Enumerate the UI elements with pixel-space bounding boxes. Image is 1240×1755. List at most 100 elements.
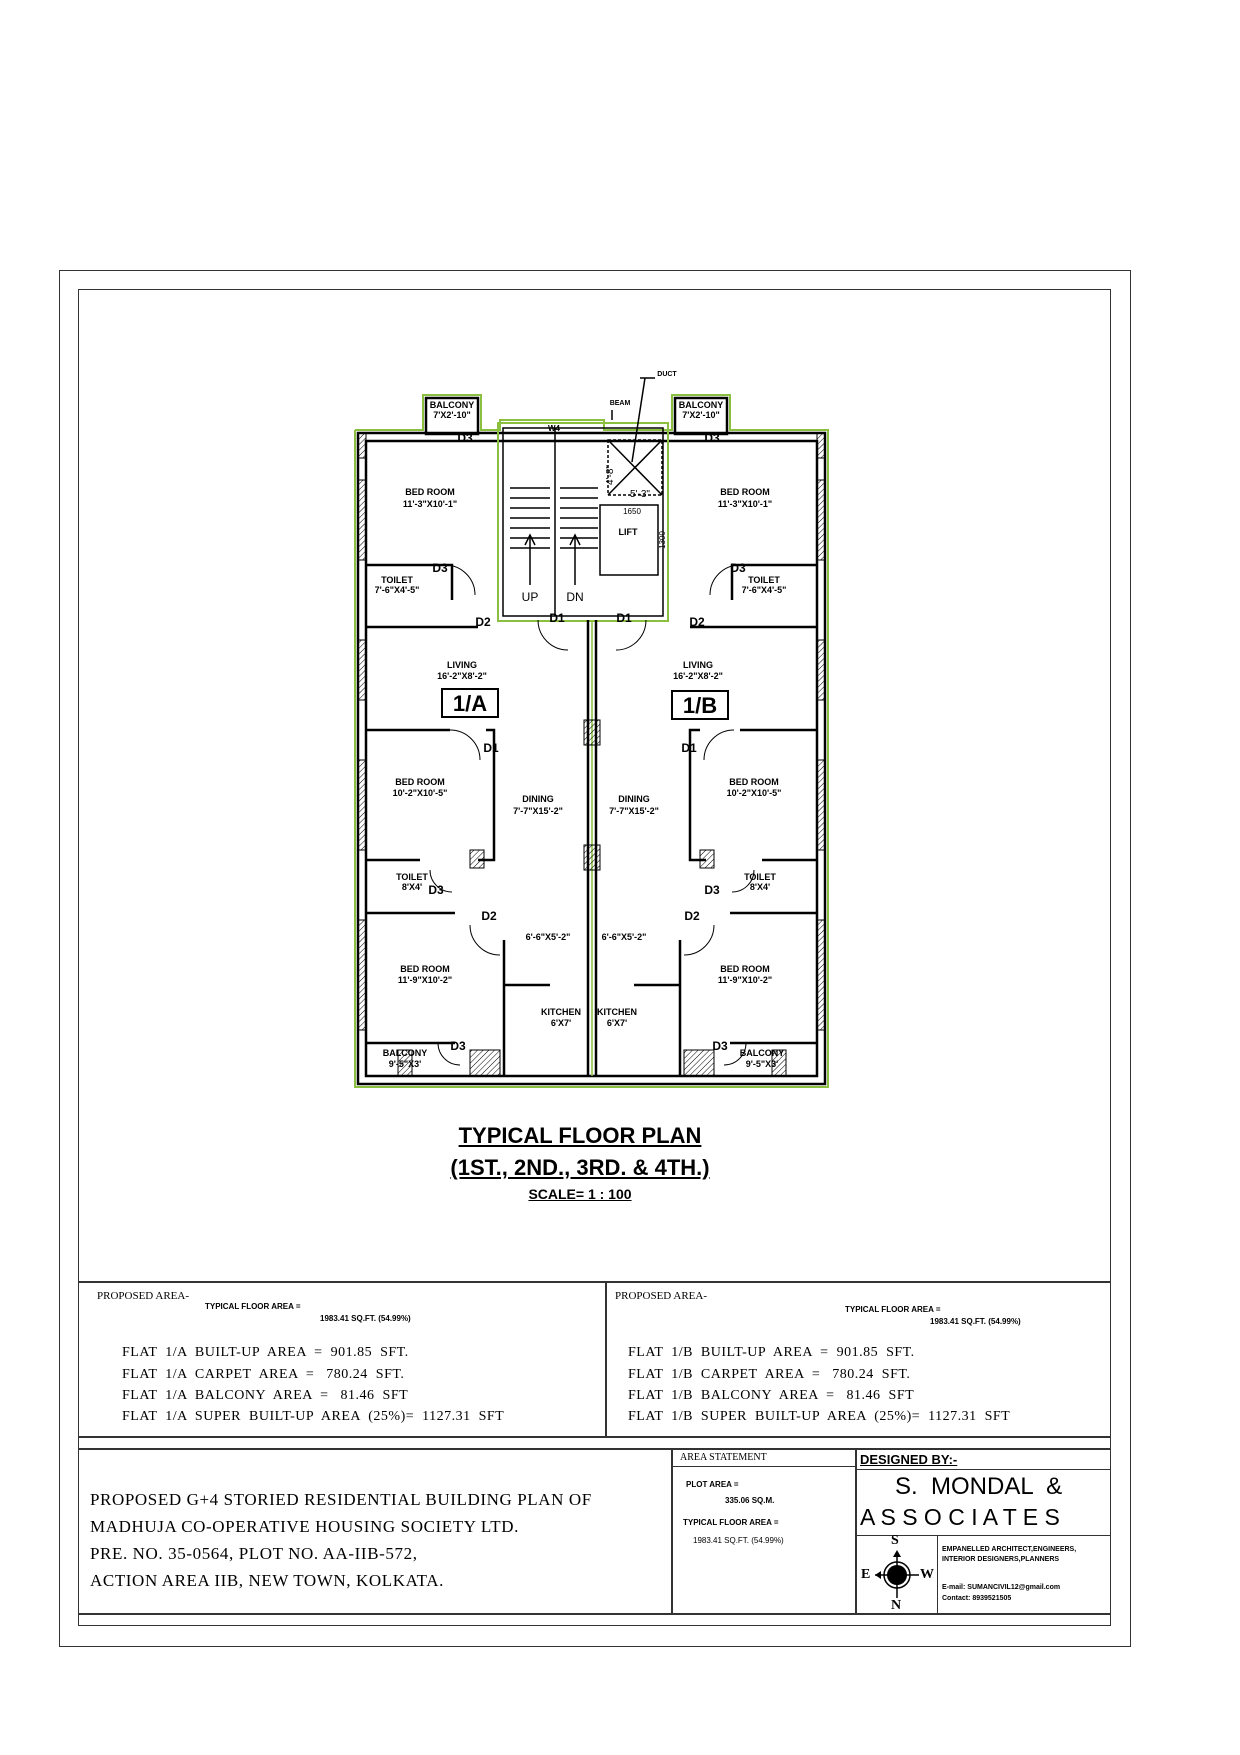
project-description: PROPOSED G+4 STORIED RESIDENTIAL BUILDIN… (90, 1486, 592, 1594)
area-statement-rule (671, 1466, 855, 1467)
bed-bot-left-size: 11'-9"X10'-2" (398, 975, 452, 985)
dim-1650: 1650 (623, 507, 641, 516)
flat-b-tag-box (671, 690, 729, 720)
toilet-mid-right-size: 8'X4' (750, 882, 770, 892)
door-tag: D2 (689, 615, 705, 629)
stair-dn-label: DN (566, 590, 583, 604)
passage-right-size: 6'-6"X5'-2" (602, 932, 647, 942)
door-tag: D3 (450, 1039, 466, 1053)
bed-mid-right-size: 10'-2"X10'-5" (727, 788, 782, 798)
door-tag: D3 (432, 561, 448, 575)
bed-mid-left-size: 10'-2"X10'-5" (393, 788, 448, 798)
beam-label: BEAM (610, 400, 631, 407)
dim-1300: 1300 (658, 531, 667, 549)
typical-floor-area-value: 1983.41 SQ.FT. (54.99%) (693, 1536, 784, 1545)
compass-icon (875, 1550, 919, 1598)
title-block-divider-2 (855, 1448, 857, 1614)
bed-top-left-size: 11'-3"X10'-1" (403, 499, 457, 509)
door-tag: D3 (704, 431, 720, 445)
project-line: PROPOSED G+4 STORIED RESIDENTIAL BUILDIN… (90, 1490, 592, 1509)
compass-e-label: E (861, 1567, 871, 1582)
door-tag: D2 (684, 909, 700, 923)
kitchen-right-label: KITCHEN (597, 1007, 637, 1017)
kitchen-left-size: 6'X7' (551, 1018, 571, 1028)
w4-tag: W4 (548, 424, 561, 433)
door-tag: D3 (712, 1039, 728, 1053)
flat-a-balcony: FLAT 1/A BALCONY AREA = 81.46 SFT (122, 1388, 409, 1403)
bed-top-left-label: BED ROOM (405, 487, 455, 497)
area-left-typical-value: 1983.41 SQ.FT. (54.99%) (320, 1314, 411, 1323)
area-statement-heading: AREA STATEMENT (680, 1452, 767, 1463)
toilet-top-left-label: TOILET (381, 575, 413, 585)
kitchen-right-size: 6'X7' (607, 1018, 627, 1028)
area-left-heading: PROPOSED AREA- (97, 1290, 189, 1302)
passage-left-size: 6'-6"X5'-2" (526, 932, 571, 942)
plan-scale: SCALE= 1 : 100 (528, 1186, 632, 1202)
building-outline (354, 394, 829, 1088)
firm-contact: Contact: 8939521505 (942, 1595, 1012, 1602)
dining-left-size: 7'-7"X15'-2" (513, 806, 563, 816)
door-tag: D3 (428, 883, 444, 897)
balcony-bot-right-size: 9'-5"X3' (746, 1059, 779, 1069)
toilet-top-left-size: 7'-6"X4'-5" (375, 585, 420, 595)
door-tag: D3 (704, 883, 720, 897)
title-block-top-rule (78, 1448, 1111, 1450)
dining-left-label: DINING (522, 794, 554, 804)
duct-label: DUCT (657, 371, 677, 378)
typical-floor-area-label: TYPICAL FLOOR AREA = (683, 1518, 779, 1527)
flat-b-balcony: FLAT 1/B BALCONY AREA = 81.46 SFT (628, 1388, 915, 1403)
flat-a-builtup: FLAT 1/A BUILT-UP AREA = 901.85 SFT. (122, 1345, 409, 1360)
firm-tagline-1: EMPANELLED ARCHITECT,ENGINEERS, (942, 1546, 1077, 1553)
area-right-typical-label: TYPICAL FLOOR AREA = (845, 1305, 941, 1314)
door-tag: D1 (681, 741, 697, 755)
stair-up-label: UP (522, 590, 539, 604)
bed-mid-right-label: BED ROOM (729, 777, 779, 787)
flat-b-builtup: FLAT 1/B BUILT-UP AREA = 901.85 SFT. (628, 1345, 915, 1360)
door-tag: D1 (616, 611, 632, 625)
project-line: ACTION AREA IIB, NEW TOWN, KOLKATA. (90, 1571, 444, 1590)
lift-label: LIFT (619, 527, 638, 537)
designer-rule-1 (855, 1469, 1111, 1470)
title-block-bottom-rule (78, 1613, 1111, 1615)
door-tag: D2 (475, 615, 491, 629)
toilet-top-right-label: TOILET (748, 575, 780, 585)
dim-4-8: 4'-8" (605, 465, 616, 485)
flat-a-tag-box (441, 688, 499, 718)
door-tag: D3 (457, 431, 473, 445)
flat-b-tag: 1/B (683, 693, 717, 718)
project-line: MADHUJA CO-OPERATIVE HOUSING SOCIETY LTD… (90, 1517, 519, 1536)
balcony-bot-left-label: BALCONY (383, 1048, 428, 1058)
plot-area-value: 335.06 SQ.M. (725, 1496, 775, 1505)
designer-rule-3 (937, 1535, 938, 1613)
area-right-heading: PROPOSED AREA- (615, 1290, 707, 1302)
door-tag: D3 (730, 561, 746, 575)
toilet-top-right-size: 7'-6"X4'-5" (742, 585, 787, 595)
sheet-outer-border (59, 270, 1131, 1647)
bed-bot-left-label: BED ROOM (400, 964, 450, 974)
firm-tagline-2: INTERIOR DESIGNERS,PLANNERS (942, 1556, 1060, 1563)
balcony-top-right-size: 7'X2'-10" (682, 410, 720, 420)
toilet-mid-right-label: TOILET (744, 872, 776, 882)
area-right-typical-value: 1983.41 SQ.FT. (54.99%) (930, 1317, 1021, 1326)
living-left-size: 16'-2"X8'-2" (437, 671, 487, 681)
designer-heading: DESIGNED BY:- (860, 1452, 958, 1467)
flat-b-carpet: FLAT 1/B CARPET AREA = 780.24 SFT. (628, 1367, 911, 1382)
dim-5-3: 5'-3" (630, 489, 650, 500)
balcony-bot-left-size: 9'-5"X3' (389, 1059, 422, 1069)
plan-subtitle: (1ST., 2ND., 3RD. & 4TH.) (450, 1155, 710, 1180)
flat-a-super-builtup: FLAT 1/A SUPER BUILT-UP AREA (25%)= 1127… (122, 1409, 505, 1424)
area-panel-divider (605, 1281, 607, 1436)
bed-top-right-size: 11'-3"X10'-1" (718, 499, 772, 509)
flat-b-super-builtup: FLAT 1/B SUPER BUILT-UP AREA (25%)= 1127… (628, 1409, 1011, 1424)
door-tag: D1 (549, 611, 565, 625)
dining-right-label: DINING (618, 794, 650, 804)
title-block-divider-1 (671, 1448, 673, 1614)
balcony-top-left-size: 7'X2'-10" (433, 410, 471, 420)
designer-rule-2 (855, 1535, 1111, 1536)
door-tag: D1 (483, 741, 499, 755)
bed-bot-right-label: BED ROOM (720, 964, 770, 974)
door-tag: D2 (481, 909, 497, 923)
firm-name-line1: S. MONDAL & (895, 1473, 1063, 1500)
compass-n-label: N (891, 1598, 902, 1613)
stair-core (497, 377, 669, 622)
